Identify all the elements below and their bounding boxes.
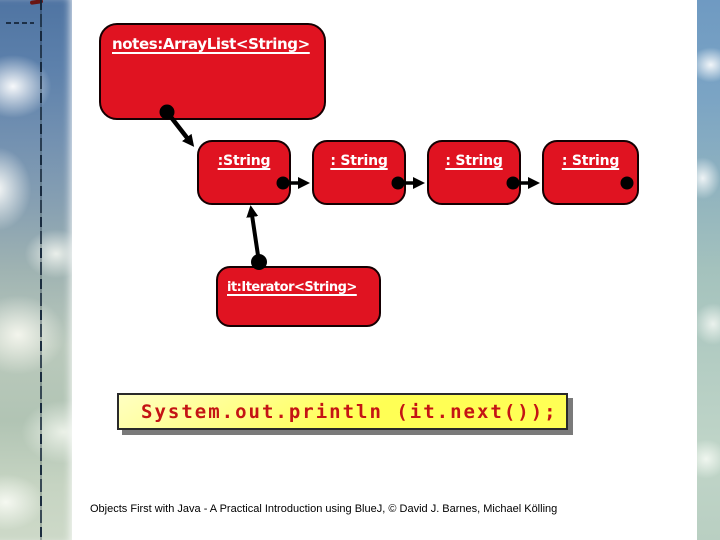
seam-line	[40, 0, 42, 540]
string-object-box-2: : String	[312, 140, 406, 205]
code-box: System.out.println (it.next());	[117, 393, 568, 430]
string-object-box-3: : String	[427, 140, 521, 205]
string-object-box-1: :String	[197, 140, 291, 205]
code-text: System.out.println (it.next());	[141, 400, 558, 423]
string-object-label-3: : String	[445, 153, 503, 169]
stitch-mark	[6, 22, 34, 24]
right-texture-strip	[697, 0, 720, 540]
string-object-box-4: : String	[542, 140, 639, 205]
arraylist-object-label: notes:ArrayList<String>	[112, 35, 310, 53]
left-texture-strip	[0, 0, 72, 540]
footer-credit-text: Objects First with Java - A Practical In…	[90, 503, 558, 515]
string-object-label-4: : String	[561, 153, 620, 169]
iterator-object-label: it:Iterator<String>	[227, 280, 357, 295]
iterator-reference-arrow	[246, 205, 261, 264]
iterator-object-box: it:Iterator<String>	[216, 266, 381, 327]
string-object-label-1: :String	[217, 153, 271, 169]
string-object-label-2: : String	[330, 153, 388, 169]
arraylist-object-box: notes:ArrayList<String>	[99, 23, 326, 120]
